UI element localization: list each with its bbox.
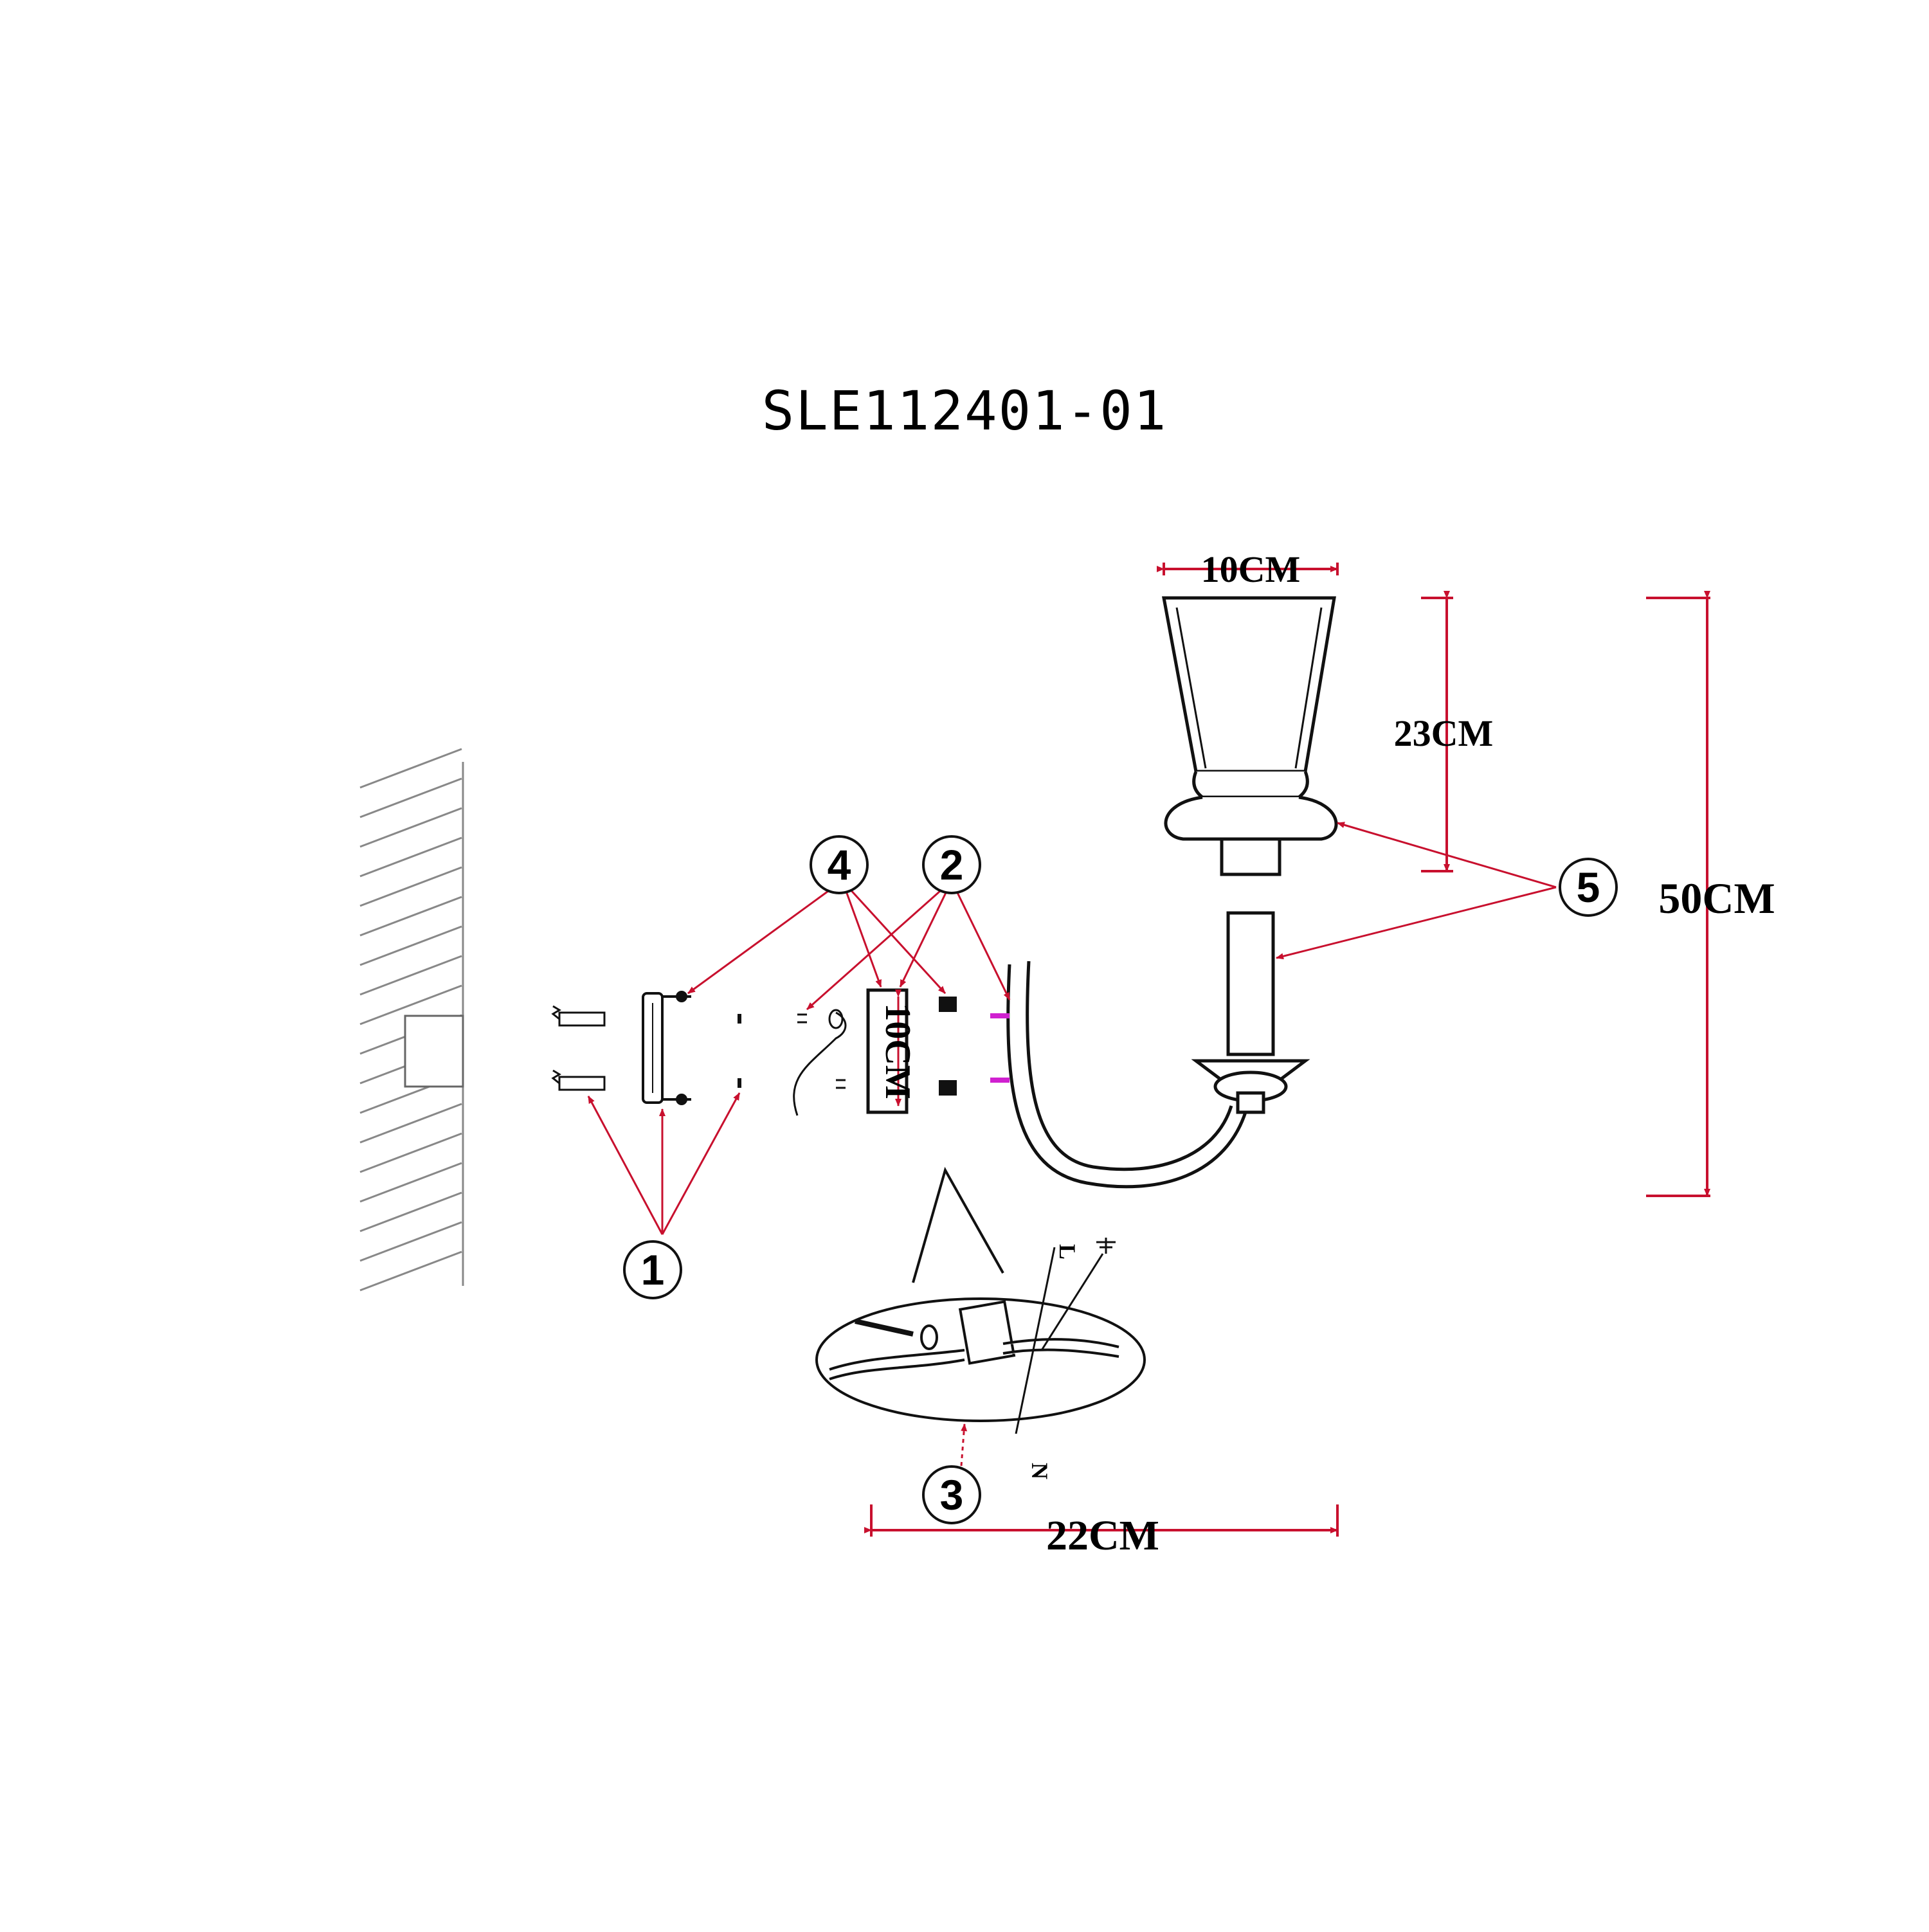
hatch-line — [359, 777, 462, 818]
dimension-lines — [864, 563, 1710, 1537]
hatch-line — [359, 1250, 462, 1292]
candle-socket — [1191, 911, 1310, 1114]
callout-4-label: 4 — [828, 841, 851, 889]
earth-icon — [1096, 1238, 1116, 1254]
mounting-bracket — [642, 991, 691, 1105]
hatch-line — [359, 1132, 462, 1173]
callout-2: 2 — [922, 835, 981, 894]
callout-3: 3 — [922, 1465, 981, 1524]
callout-4: 4 — [810, 835, 869, 894]
anchor-screws — [551, 1005, 741, 1091]
callout-5: 5 — [1559, 858, 1618, 917]
hatch-line — [359, 866, 462, 907]
wall-hatch — [359, 748, 464, 1292]
hatch-line — [359, 955, 462, 996]
glass-shade — [1161, 596, 1338, 876]
shade-width-label: 10CM — [1201, 548, 1301, 590]
callout-1-label: 1 — [641, 1246, 665, 1294]
backplate: 10CM — [866, 988, 957, 1114]
model-title: SLE112401-01 — [761, 379, 1168, 442]
hatch-line — [359, 1162, 462, 1203]
shade-height-label: 23CM — [1394, 712, 1494, 754]
callout-5-label: 5 — [1577, 863, 1600, 911]
hatch-line — [359, 984, 462, 1025]
hatch-line — [359, 748, 462, 789]
hatch-line — [359, 1221, 462, 1262]
wire-label-live: L — [1055, 1244, 1080, 1259]
callout-leaders — [587, 822, 1557, 1467]
wire-bundle — [793, 1009, 847, 1116]
hatch-line — [359, 1191, 462, 1232]
total-height-label: 50CM — [1658, 874, 1775, 923]
callout-1: 1 — [623, 1240, 682, 1299]
lamp-arm — [990, 961, 1249, 1189]
backplate-length-label: 10CM — [878, 1003, 918, 1099]
hatch-line — [359, 1103, 462, 1144]
hatch-line — [359, 836, 462, 878]
wiring-detail — [815, 1166, 1146, 1434]
callout-2-label: 2 — [940, 841, 964, 889]
callout-3-label: 3 — [940, 1471, 964, 1519]
hatch-line — [359, 925, 462, 966]
total-width-label: 22CM — [1046, 1512, 1159, 1559]
hatch-line — [359, 896, 462, 937]
wire-label-neutral: N — [1027, 1463, 1053, 1479]
hatch-line — [359, 807, 462, 848]
